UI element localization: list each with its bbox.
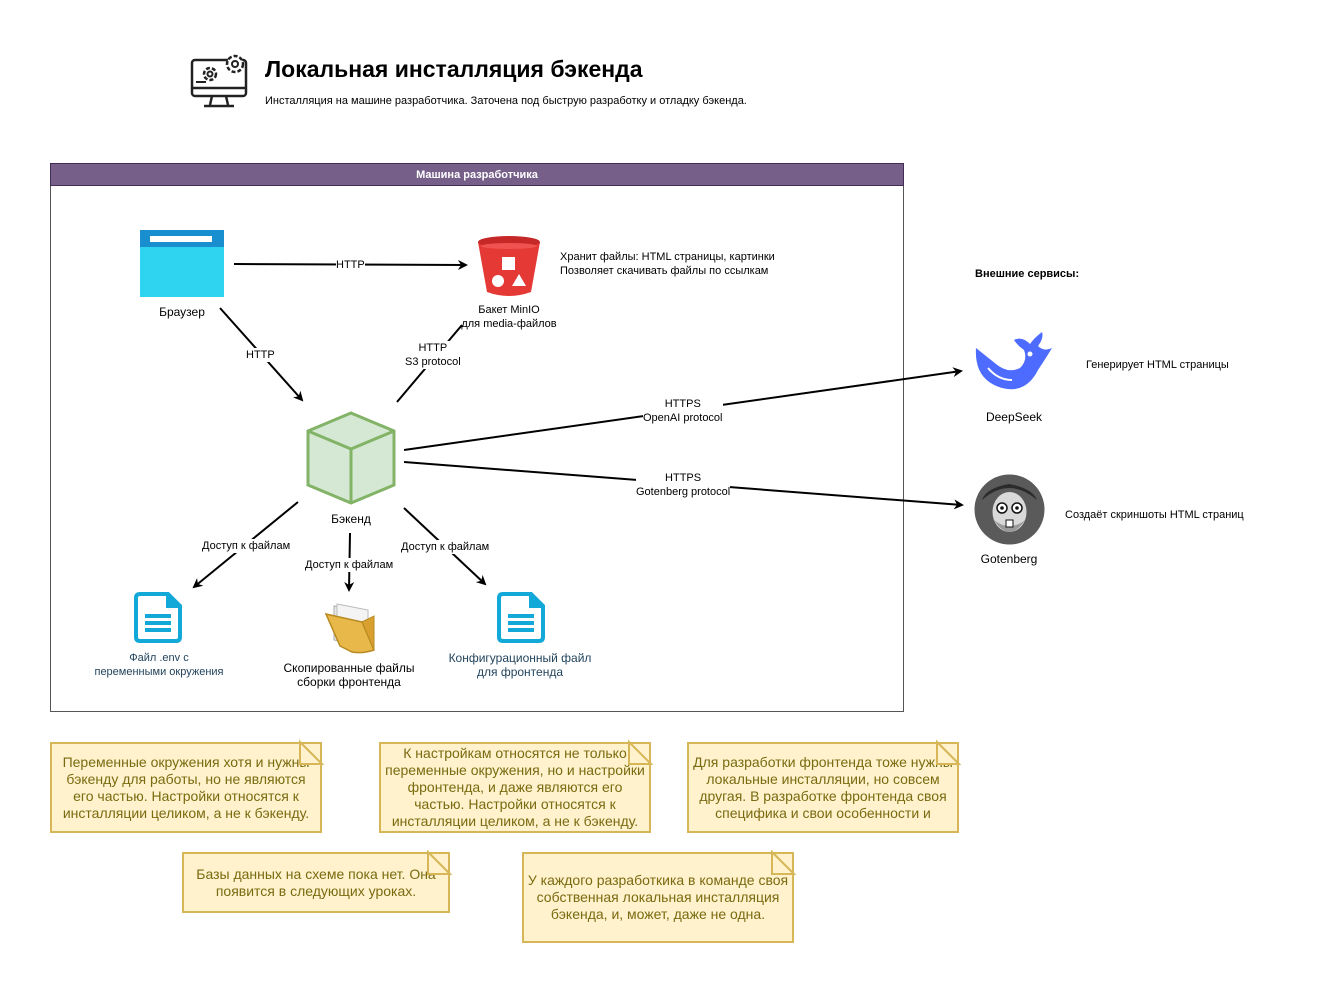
env-file-label-line: переменными окружения <box>94 666 224 678</box>
edge-label-file-access-build: Доступ к файлам <box>305 558 394 572</box>
computer-gears-icon <box>190 50 250 110</box>
frontend-config-label: Конфигурационный файл для фронтенда <box>444 651 596 679</box>
minio-bucket-icon <box>477 234 541 298</box>
backend-label: Бэкенд <box>331 512 371 526</box>
edge-label-line: HTTP <box>418 342 448 354</box>
minio-description-line: Хранит файлы: HTML страницы, картинки <box>560 251 775 263</box>
note-text: У каждого разработкика в команде своя со… <box>527 872 789 922</box>
frontend-build-label: Скопированные файлы сборки фронтенда <box>278 661 420 689</box>
deepseek-description: Генерирует HTML страницы <box>1086 359 1229 371</box>
note-text: Для разработки фронтенда тоже нужны лока… <box>693 753 953 821</box>
config-file-icon <box>497 592 545 643</box>
edge-label-line: HTTPS <box>665 472 702 484</box>
deepseek-whale-icon <box>972 330 1056 392</box>
sticky-note: К настройкам относятся не только перемен… <box>379 742 651 833</box>
edge-label-backend-minio: HTTP S3 protocol <box>405 341 461 369</box>
minio-description-line: Позволяет скачивать файлы по ссылкам <box>560 265 769 277</box>
note-text: Переменные окружения хотя и нужны бэкенд… <box>62 753 310 821</box>
external-services-heading: Внешние сервисы: <box>975 268 1080 280</box>
frontend-config-label-line: Конфигурационный файл <box>448 651 592 665</box>
frontend-build-label-line: сборки фронтенда <box>297 675 401 689</box>
edge-label-line: S3 protocol <box>405 356 461 368</box>
edge-label-file-access-env: Доступ к файлам <box>202 539 291 553</box>
sticky-note: У каждого разработкика в команде своя со… <box>522 852 794 943</box>
minio-label-line: для media-файлов <box>461 318 557 330</box>
edge-label-browser-backend: HTTP <box>246 348 275 362</box>
gotenberg-avatar-icon <box>974 474 1045 545</box>
env-file-icon <box>134 592 182 643</box>
edge-label-backend-gotenberg: HTTPS Gotenberg protocol <box>636 471 731 499</box>
env-file-label-line: Файл .env с <box>129 652 189 664</box>
page-title: Локальная инсталляция бэкенда <box>265 56 643 82</box>
folder-icon <box>322 602 376 654</box>
frontend-config-label-line: для фронтенда <box>476 665 564 679</box>
sticky-note: Переменные окружения хотя и нужны бэкенд… <box>50 742 322 833</box>
minio-label: Бакет MinIO для media-файлов <box>458 303 560 331</box>
note-text: Базы данных на схеме пока нет. Она появи… <box>196 865 436 899</box>
minio-label-line: Бакет MinIO <box>478 304 540 316</box>
env-file-label: Файл .env с переменными окружения <box>84 651 234 679</box>
browser-label: Браузер <box>159 305 205 319</box>
edge-label-line: Gotenberg protocol <box>636 486 731 498</box>
backend-cube-icon <box>306 411 396 505</box>
browser-icon <box>140 230 224 297</box>
edge-label-file-access-config: Доступ к файлам <box>401 540 490 554</box>
note-text: К настройкам относятся не только перемен… <box>385 745 645 829</box>
gotenberg-description: Создаёт скриншоты HTML страниц <box>1065 509 1244 521</box>
frontend-build-label-line: Скопированные файлы <box>283 661 415 675</box>
deepseek-label: DeepSeek <box>985 410 1043 424</box>
page-subtitle: Инсталляция на машине разработчика. Зато… <box>265 95 747 107</box>
edge-label-browser-minio: HTTP <box>336 258 365 272</box>
edge-label-line: HTTPS <box>664 398 701 410</box>
sticky-note: Базы данных на схеме пока нет. Она появи… <box>182 852 450 913</box>
edge-label-backend-deepseek: HTTPS OpenAI protocol <box>643 397 723 425</box>
sticky-note: Для разработки фронтенда тоже нужны лока… <box>687 742 959 833</box>
edge-label-line: OpenAI protocol <box>643 412 723 424</box>
developer-machine-title: Машина разработчика <box>50 163 904 186</box>
minio-description: Хранит файлы: HTML страницы, картинки По… <box>560 250 775 278</box>
gotenberg-label: Gotenberg <box>980 552 1038 566</box>
